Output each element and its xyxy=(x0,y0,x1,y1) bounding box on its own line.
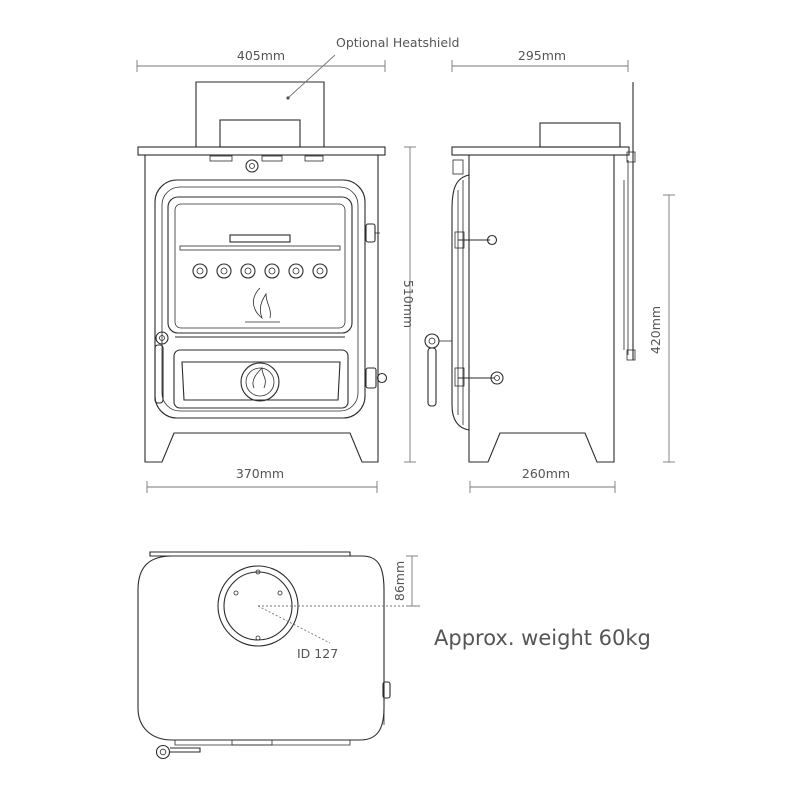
top-slot-mid xyxy=(261,155,283,162)
dim-label-420: 420mm xyxy=(648,306,663,354)
flame-icon xyxy=(253,287,271,320)
dim-label-295: 295mm xyxy=(518,48,566,63)
ashpan-outer xyxy=(173,349,349,409)
side-handle-bar xyxy=(427,347,437,407)
heatshield-leader xyxy=(287,54,336,99)
dim-label-86: 86mm xyxy=(392,561,407,601)
airwash-slider xyxy=(229,234,291,243)
heatshield-label: Optional Heatshield xyxy=(336,35,459,50)
heatshield-outline xyxy=(195,81,325,147)
dim-label-510: 510mm xyxy=(401,280,416,328)
heatshield-leader-dot xyxy=(286,96,290,100)
top-view-hinge xyxy=(382,681,391,699)
top-view-outline xyxy=(137,555,385,741)
hinge-bottom xyxy=(365,367,377,389)
side-handle-knob xyxy=(424,333,440,349)
hinge-knob xyxy=(376,372,388,384)
vent-circles xyxy=(192,263,328,279)
hinge-top xyxy=(365,223,376,243)
door-profile xyxy=(451,174,470,431)
flue-collar-front xyxy=(219,119,301,148)
ashpan-emblem xyxy=(240,362,280,402)
door-handle-bar xyxy=(154,344,164,404)
front-view xyxy=(136,54,416,493)
top-plate-side xyxy=(451,146,630,156)
top-knob-centre xyxy=(249,163,255,169)
dim-label-260: 260mm xyxy=(522,466,570,481)
door-outer xyxy=(154,179,366,419)
top-slot-left xyxy=(209,155,233,162)
body-side xyxy=(468,155,615,463)
top-view xyxy=(137,551,420,760)
dim-label-405: 405mm xyxy=(237,48,285,63)
ashpan-panel xyxy=(181,361,341,401)
side-view xyxy=(424,60,675,493)
top-knob xyxy=(245,159,259,173)
airwash-bar xyxy=(179,245,341,251)
window-inner xyxy=(174,203,346,329)
door-inner xyxy=(161,186,359,412)
flue-collar-side xyxy=(539,122,621,148)
top-view-handle-knob xyxy=(155,744,171,760)
window-frame xyxy=(167,196,353,334)
flue-id-label: ID 127 xyxy=(297,646,338,661)
top-view-back-edge xyxy=(149,551,351,557)
weight-label: Approx. weight 60kg xyxy=(434,626,651,650)
top-view-front-edge xyxy=(174,740,351,746)
top-plate-front xyxy=(137,146,386,156)
dim-label-370: 370mm xyxy=(236,466,284,481)
door-handle-knob xyxy=(155,331,169,345)
body-front xyxy=(144,155,379,463)
flue-id-leader xyxy=(257,605,331,644)
top-slot-right xyxy=(304,155,324,162)
